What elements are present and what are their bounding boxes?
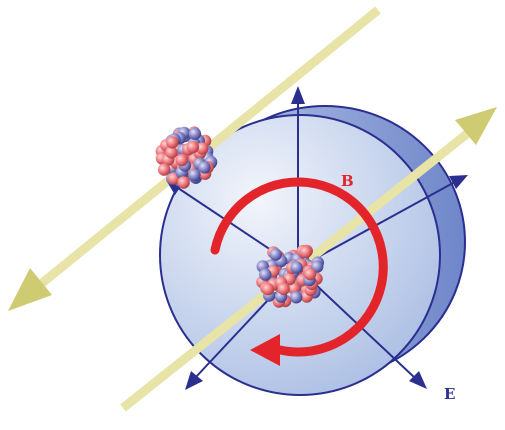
proton-sphere bbox=[177, 176, 190, 189]
current-loop bbox=[210, 177, 388, 366]
proton-sphere bbox=[165, 146, 178, 159]
lower-beam-arrowhead bbox=[455, 107, 497, 145]
proton-sphere bbox=[299, 245, 312, 259]
label-b: B bbox=[341, 172, 354, 190]
upper-beam-arrowhead bbox=[8, 268, 52, 311]
neutron-sphere bbox=[188, 127, 202, 140]
nucleus-cluster-icon bbox=[155, 126, 218, 189]
proton-sphere bbox=[303, 267, 317, 281]
proton-sphere bbox=[166, 136, 179, 149]
proton-sphere bbox=[157, 163, 171, 176]
neutron-sphere bbox=[198, 161, 211, 174]
proton-sphere bbox=[186, 140, 199, 154]
neutron-sphere bbox=[290, 291, 303, 304]
neutron-sphere bbox=[290, 261, 303, 274]
proton-sphere bbox=[277, 282, 290, 296]
current-loop-arrowhead bbox=[250, 334, 280, 366]
proton-sphere bbox=[175, 153, 188, 167]
neutron-sphere bbox=[259, 268, 272, 281]
label-e: E bbox=[444, 385, 455, 403]
nucleus-cluster-icon bbox=[256, 244, 324, 308]
proton-sphere bbox=[196, 142, 209, 155]
proton-sphere bbox=[261, 282, 275, 296]
neutron-sphere bbox=[269, 248, 282, 261]
neutron-sphere bbox=[188, 168, 201, 182]
